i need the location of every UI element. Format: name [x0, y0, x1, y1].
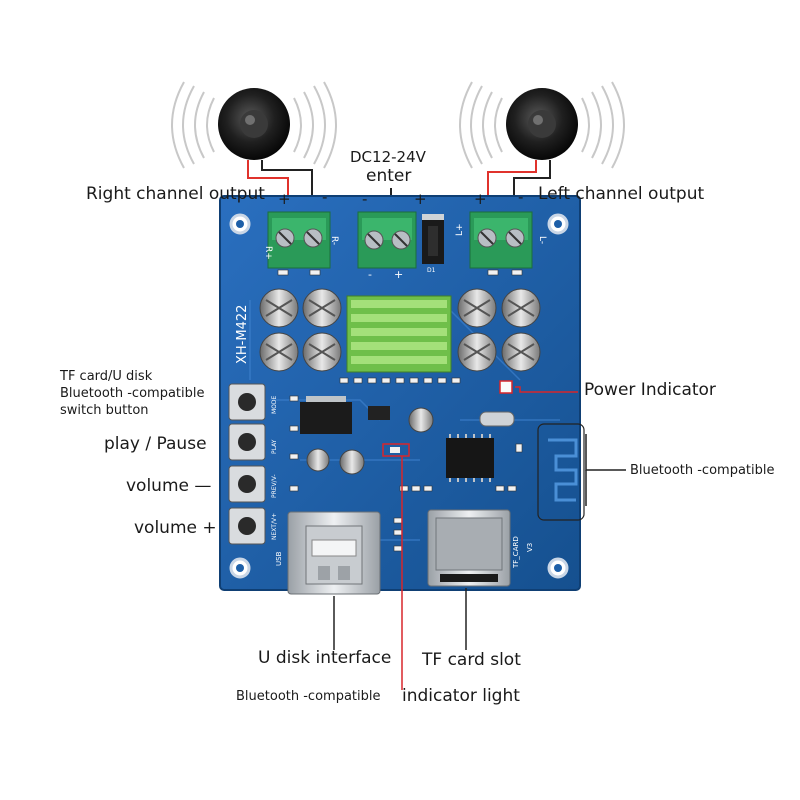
right-speaker: [218, 88, 290, 160]
switch-button-line1: TF card/U disk: [60, 369, 153, 384]
switch-button-line3: switch button: [60, 403, 149, 418]
volume-down-label: volume —: [126, 476, 212, 496]
dc-plus-mark: +: [414, 190, 427, 208]
tactile-buttons: [228, 383, 266, 545]
capacitors: [259, 288, 541, 475]
left-minus-mark: -: [518, 188, 524, 206]
board-model: XH-M422: [235, 305, 250, 364]
heatsink: [346, 295, 452, 373]
right-minus-mark: -: [322, 188, 328, 206]
dc-plus-silk: +: [394, 268, 403, 281]
usb-silk: USB: [275, 551, 283, 566]
l-plus-silk: L+: [455, 223, 465, 236]
bluetooth-antenna-label: Bluetooth -compatible: [630, 463, 775, 478]
switch-button-line2: Bluetooth -compatible: [60, 386, 205, 401]
version-silk: V3: [526, 543, 534, 552]
button-next-silk: NEXT/V+: [271, 513, 278, 540]
left-speaker-waves: [459, 81, 625, 169]
chips: [300, 396, 515, 482]
leader-lines: [401, 386, 578, 690]
r-plus-silk: R+: [263, 246, 273, 260]
bt-indicator-suffix-label: indicator light: [402, 686, 520, 706]
power-led: [499, 380, 513, 394]
left-plus-mark: +: [474, 190, 487, 208]
right-speaker-waves: [171, 81, 337, 169]
play-pause-label: play / Pause: [104, 434, 207, 454]
left-channel-label: Left channel output: [538, 184, 705, 204]
right-output-terminal: [267, 211, 331, 269]
usb-port: [287, 511, 381, 595]
bt-led: [382, 443, 410, 457]
button-mode-silk: MODE: [271, 395, 278, 414]
right-channel-label: Right channel output: [86, 184, 265, 204]
tf-card-slot-label: TF card slot: [422, 650, 521, 670]
dc-minus-silk: -: [368, 268, 372, 281]
dc-voltage-label: DC12-24V: [350, 148, 426, 166]
bt-indicator-prefix-label: Bluetooth -compatible: [236, 689, 381, 704]
diode: [422, 214, 444, 264]
u-disk-interface-label: U disk interface: [258, 648, 392, 668]
left-speaker: [506, 88, 578, 160]
dc-input-terminal: [357, 211, 417, 269]
diode-silk: D1: [427, 267, 436, 274]
dc-enter-label: enter: [366, 166, 412, 186]
tf-slot: [427, 509, 511, 587]
tf-silk: TF_CARD: [512, 536, 520, 569]
l-minus-silk: L-: [537, 236, 547, 244]
left-output-terminal: [469, 211, 533, 269]
button-play-silk: PLAY: [271, 439, 278, 454]
volume-up-label: volume +: [134, 518, 217, 538]
dc-minus-mark: -: [362, 190, 368, 208]
leader-lines-dark: [333, 434, 626, 650]
switch-button-label: TF card/U disk Bluetooth -compatible swi…: [60, 368, 205, 419]
r-minus-silk: R-: [329, 236, 339, 245]
button-prev-silk: PREV/V-: [271, 474, 278, 498]
bluetooth-antenna: [537, 423, 585, 521]
power-indicator-label: Power Indicator: [584, 380, 716, 400]
right-plus-mark: +: [278, 190, 291, 208]
